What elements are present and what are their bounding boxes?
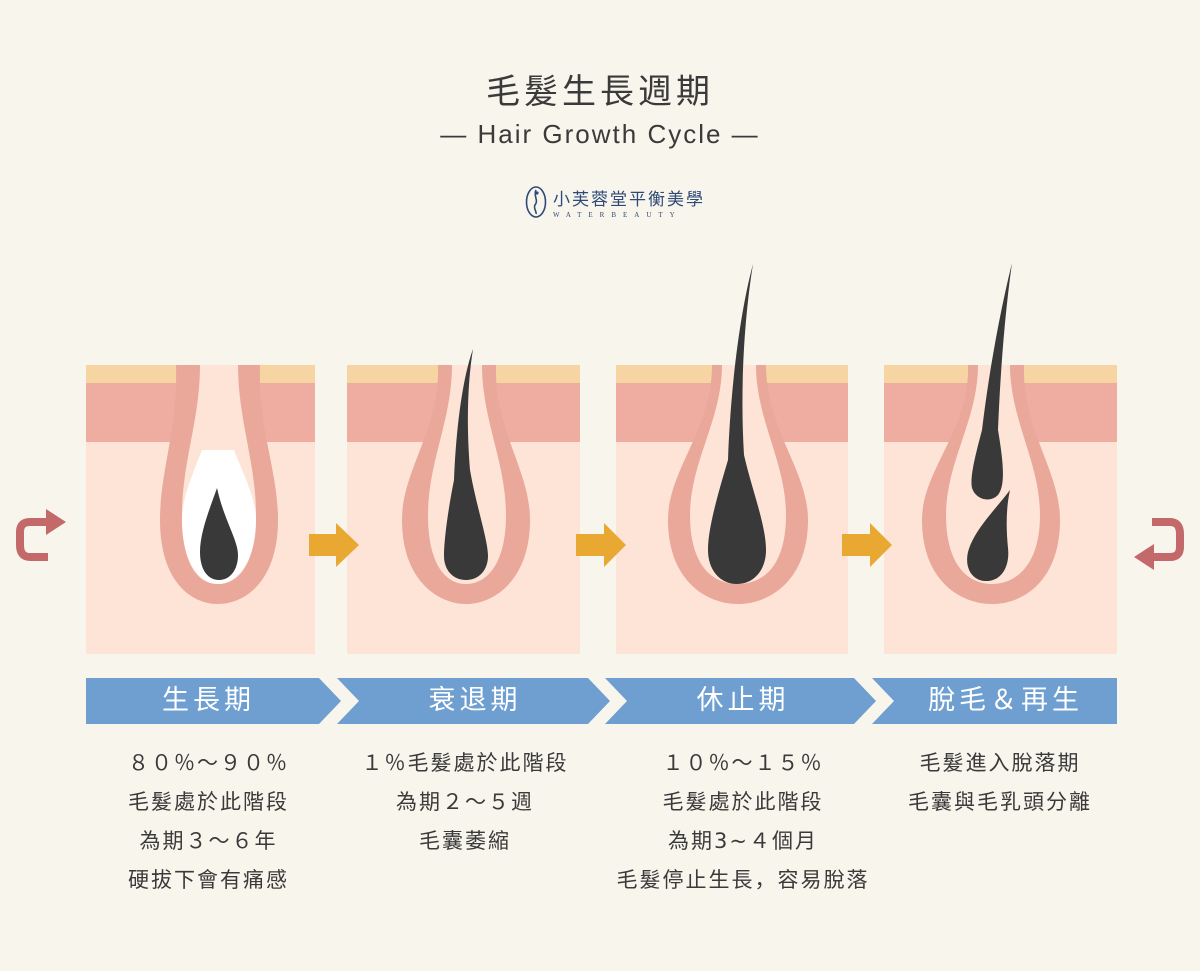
stage-1-label: 生長期: [162, 685, 255, 716]
page-subtitle: — Hair Growth Cycle —: [440, 119, 760, 149]
description-line: 毛髮處於此階段: [128, 790, 289, 814]
stage-1-illustration: [86, 365, 315, 654]
brand-subname: WATERBEAUTY: [553, 211, 682, 219]
stage-4-description: 毛髮進入脫落期 毛囊與毛乳頭分離: [880, 744, 1120, 822]
description-line: 為期３～６年: [139, 829, 278, 853]
stage-banner-1: [86, 678, 341, 724]
description-line: 為期3~４個月: [668, 829, 818, 853]
description-line: ８０％～９０％: [128, 751, 289, 775]
hair-strand: [444, 349, 488, 580]
description-line: 毛髮停止生長，容易脫落: [616, 868, 870, 892]
next-stage-arrow: [842, 523, 892, 567]
brand-logo: 小芙蓉堂平衡美學 WATERBEAUTY: [525, 182, 705, 222]
description-line: １％毛髮處於此階段: [361, 751, 569, 775]
stage-banner-2: [337, 678, 610, 724]
description-line: １０％～１５％: [662, 751, 824, 775]
hair-strand: [708, 264, 766, 584]
cycle-return-arrow-right: [1134, 518, 1184, 570]
stage-3-description: １０％～１５％ 毛髮處於此階段 為期3~４個月 毛髮停止生長，容易脫落: [598, 744, 888, 900]
page-title: 毛髮生長週期: [486, 72, 714, 112]
stage-1-description: ８０％～９０％ 毛髮處於此階段 為期３～６年 硬拔下會有痛感: [86, 744, 331, 900]
brand-logo-icon: [525, 186, 547, 218]
description-line: 為期２～５週: [396, 790, 534, 814]
stage-banner-3: [605, 678, 876, 724]
stage-3-label: 休止期: [696, 685, 790, 716]
description-line: 硬拔下會有痛感: [128, 868, 289, 892]
description-line: 毛髮處於此階段: [662, 790, 824, 814]
description-line: 毛囊萎縮: [419, 829, 511, 853]
new-hair-bulb: [967, 490, 1010, 582]
stage-banner-4: [872, 678, 1117, 724]
brand-name: 小芙蓉堂平衡美學: [553, 190, 705, 210]
stage-2-description: １％毛髮處於此階段 為期２～５週 毛囊萎縮: [339, 744, 591, 861]
next-stage-arrow: [576, 523, 626, 567]
hair-bulb: [200, 488, 238, 580]
stage-2-label: 衰退期: [428, 685, 522, 716]
next-stage-arrow: [309, 523, 359, 567]
description-line: 毛囊與毛乳頭分離: [908, 790, 1092, 814]
stage-4-label: 脫毛＆再生: [928, 685, 1083, 716]
description-line: 毛髮進入脫落期: [919, 751, 1081, 775]
cycle-return-arrow-left: [16, 509, 66, 561]
old-hair-strand: [971, 263, 1012, 500]
